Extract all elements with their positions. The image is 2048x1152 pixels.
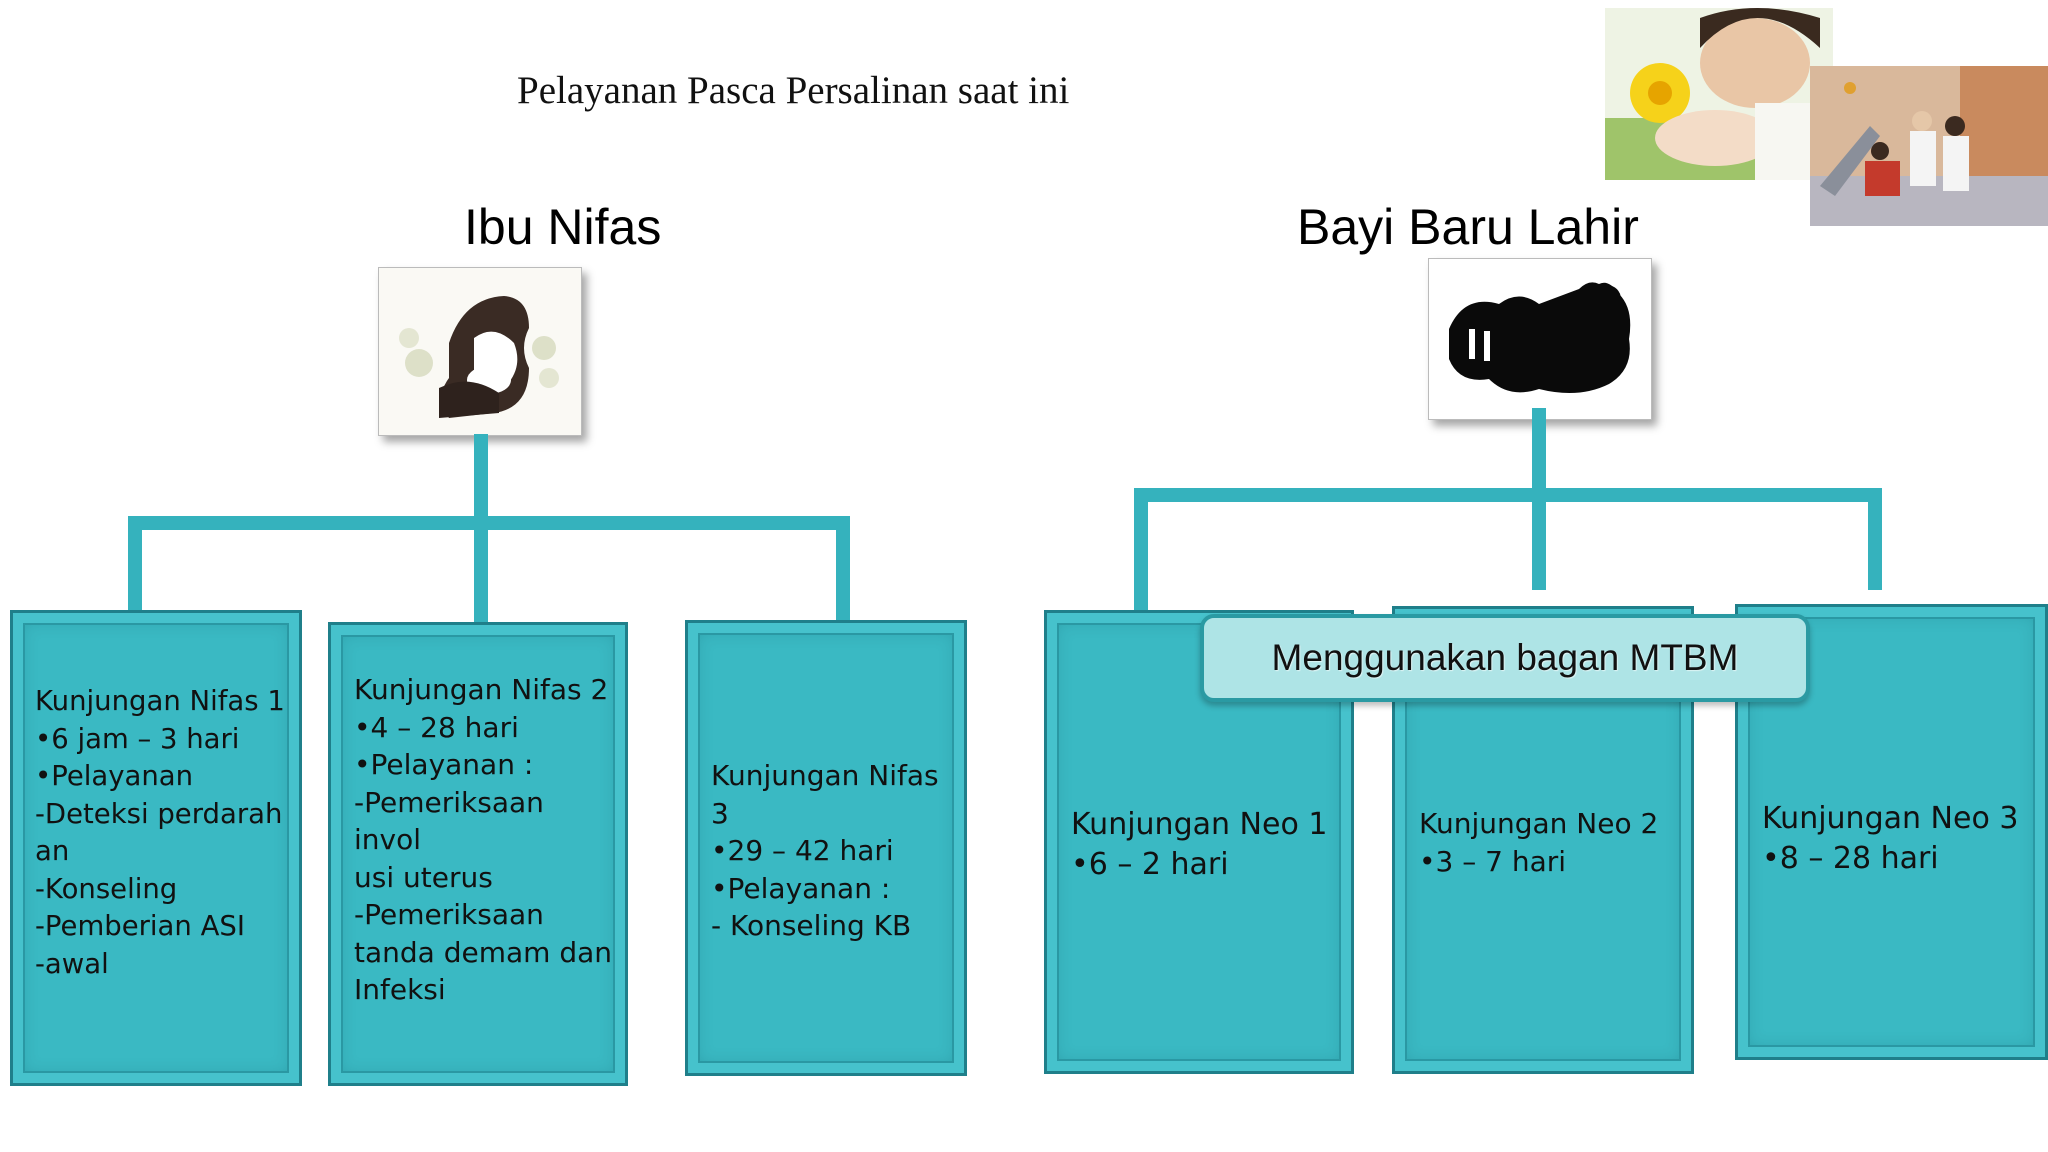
right-connector-bar <box>1134 488 1882 502</box>
left-connector-drop-2 <box>474 516 488 622</box>
kunjungan-neo-3-text: Kunjungan Neo 3 •8 – 28 hari <box>1762 801 2019 876</box>
baby-icon <box>1429 259 1651 419</box>
mother-baby-photo <box>1605 8 1833 180</box>
left-connector-drop-1 <box>128 516 142 610</box>
bayi-baru-lahir-heading: Bayi Baru Lahir <box>1297 199 1639 255</box>
baby-silhouette-image <box>1428 258 1652 420</box>
kunjungan-neo-1-box: Kunjungan Neo 1 •6 – 2 hari <box>1044 610 1354 1074</box>
kunjungan-nifas-1-box: Kunjungan Nifas 1 •6 jam – 3 hari •Pelay… <box>10 610 302 1086</box>
mtbm-banner: Menggunakan bagan MTBM <box>1200 614 1810 702</box>
kunjungan-nifas-3-box: Kunjungan Nifas 3 •29 – 42 hari •Pelayan… <box>685 620 967 1076</box>
clinic-visit-photo <box>1810 66 2048 226</box>
kunjungan-neo-2-text: Kunjungan Neo 2 •3 – 7 hari <box>1419 807 1659 878</box>
kunjungan-nifas-2-text: Kunjungan Nifas 2 •4 – 28 hari •Pelayana… <box>354 673 613 1006</box>
right-connector-drop-3 <box>1868 488 1882 590</box>
mtbm-banner-label: Menggunakan bagan MTBM <box>1271 637 1739 678</box>
slide-title: Pelayanan Pasca Persalinan saat ini <box>517 69 1070 112</box>
right-connector-drop-1 <box>1134 488 1148 610</box>
right-connector-drop-2 <box>1532 488 1546 590</box>
ibu-nifas-heading: Ibu Nifas <box>464 199 662 255</box>
mother-silhouette-image <box>378 267 582 436</box>
left-connector-bar <box>128 516 850 530</box>
kunjungan-nifas-2-box: Kunjungan Nifas 2 •4 – 28 hari •Pelayana… <box>328 622 628 1086</box>
mother-holding-baby-icon <box>379 268 581 435</box>
kunjungan-nifas-3-text: Kunjungan Nifas 3 •29 – 42 hari •Pelayan… <box>711 759 939 942</box>
kunjungan-neo-1-text: Kunjungan Neo 1 •6 – 2 hari <box>1071 807 1328 882</box>
kunjungan-nifas-1-text: Kunjungan Nifas 1 •6 jam – 3 hari •Pelay… <box>35 685 285 980</box>
left-connector-drop-3 <box>836 516 850 620</box>
